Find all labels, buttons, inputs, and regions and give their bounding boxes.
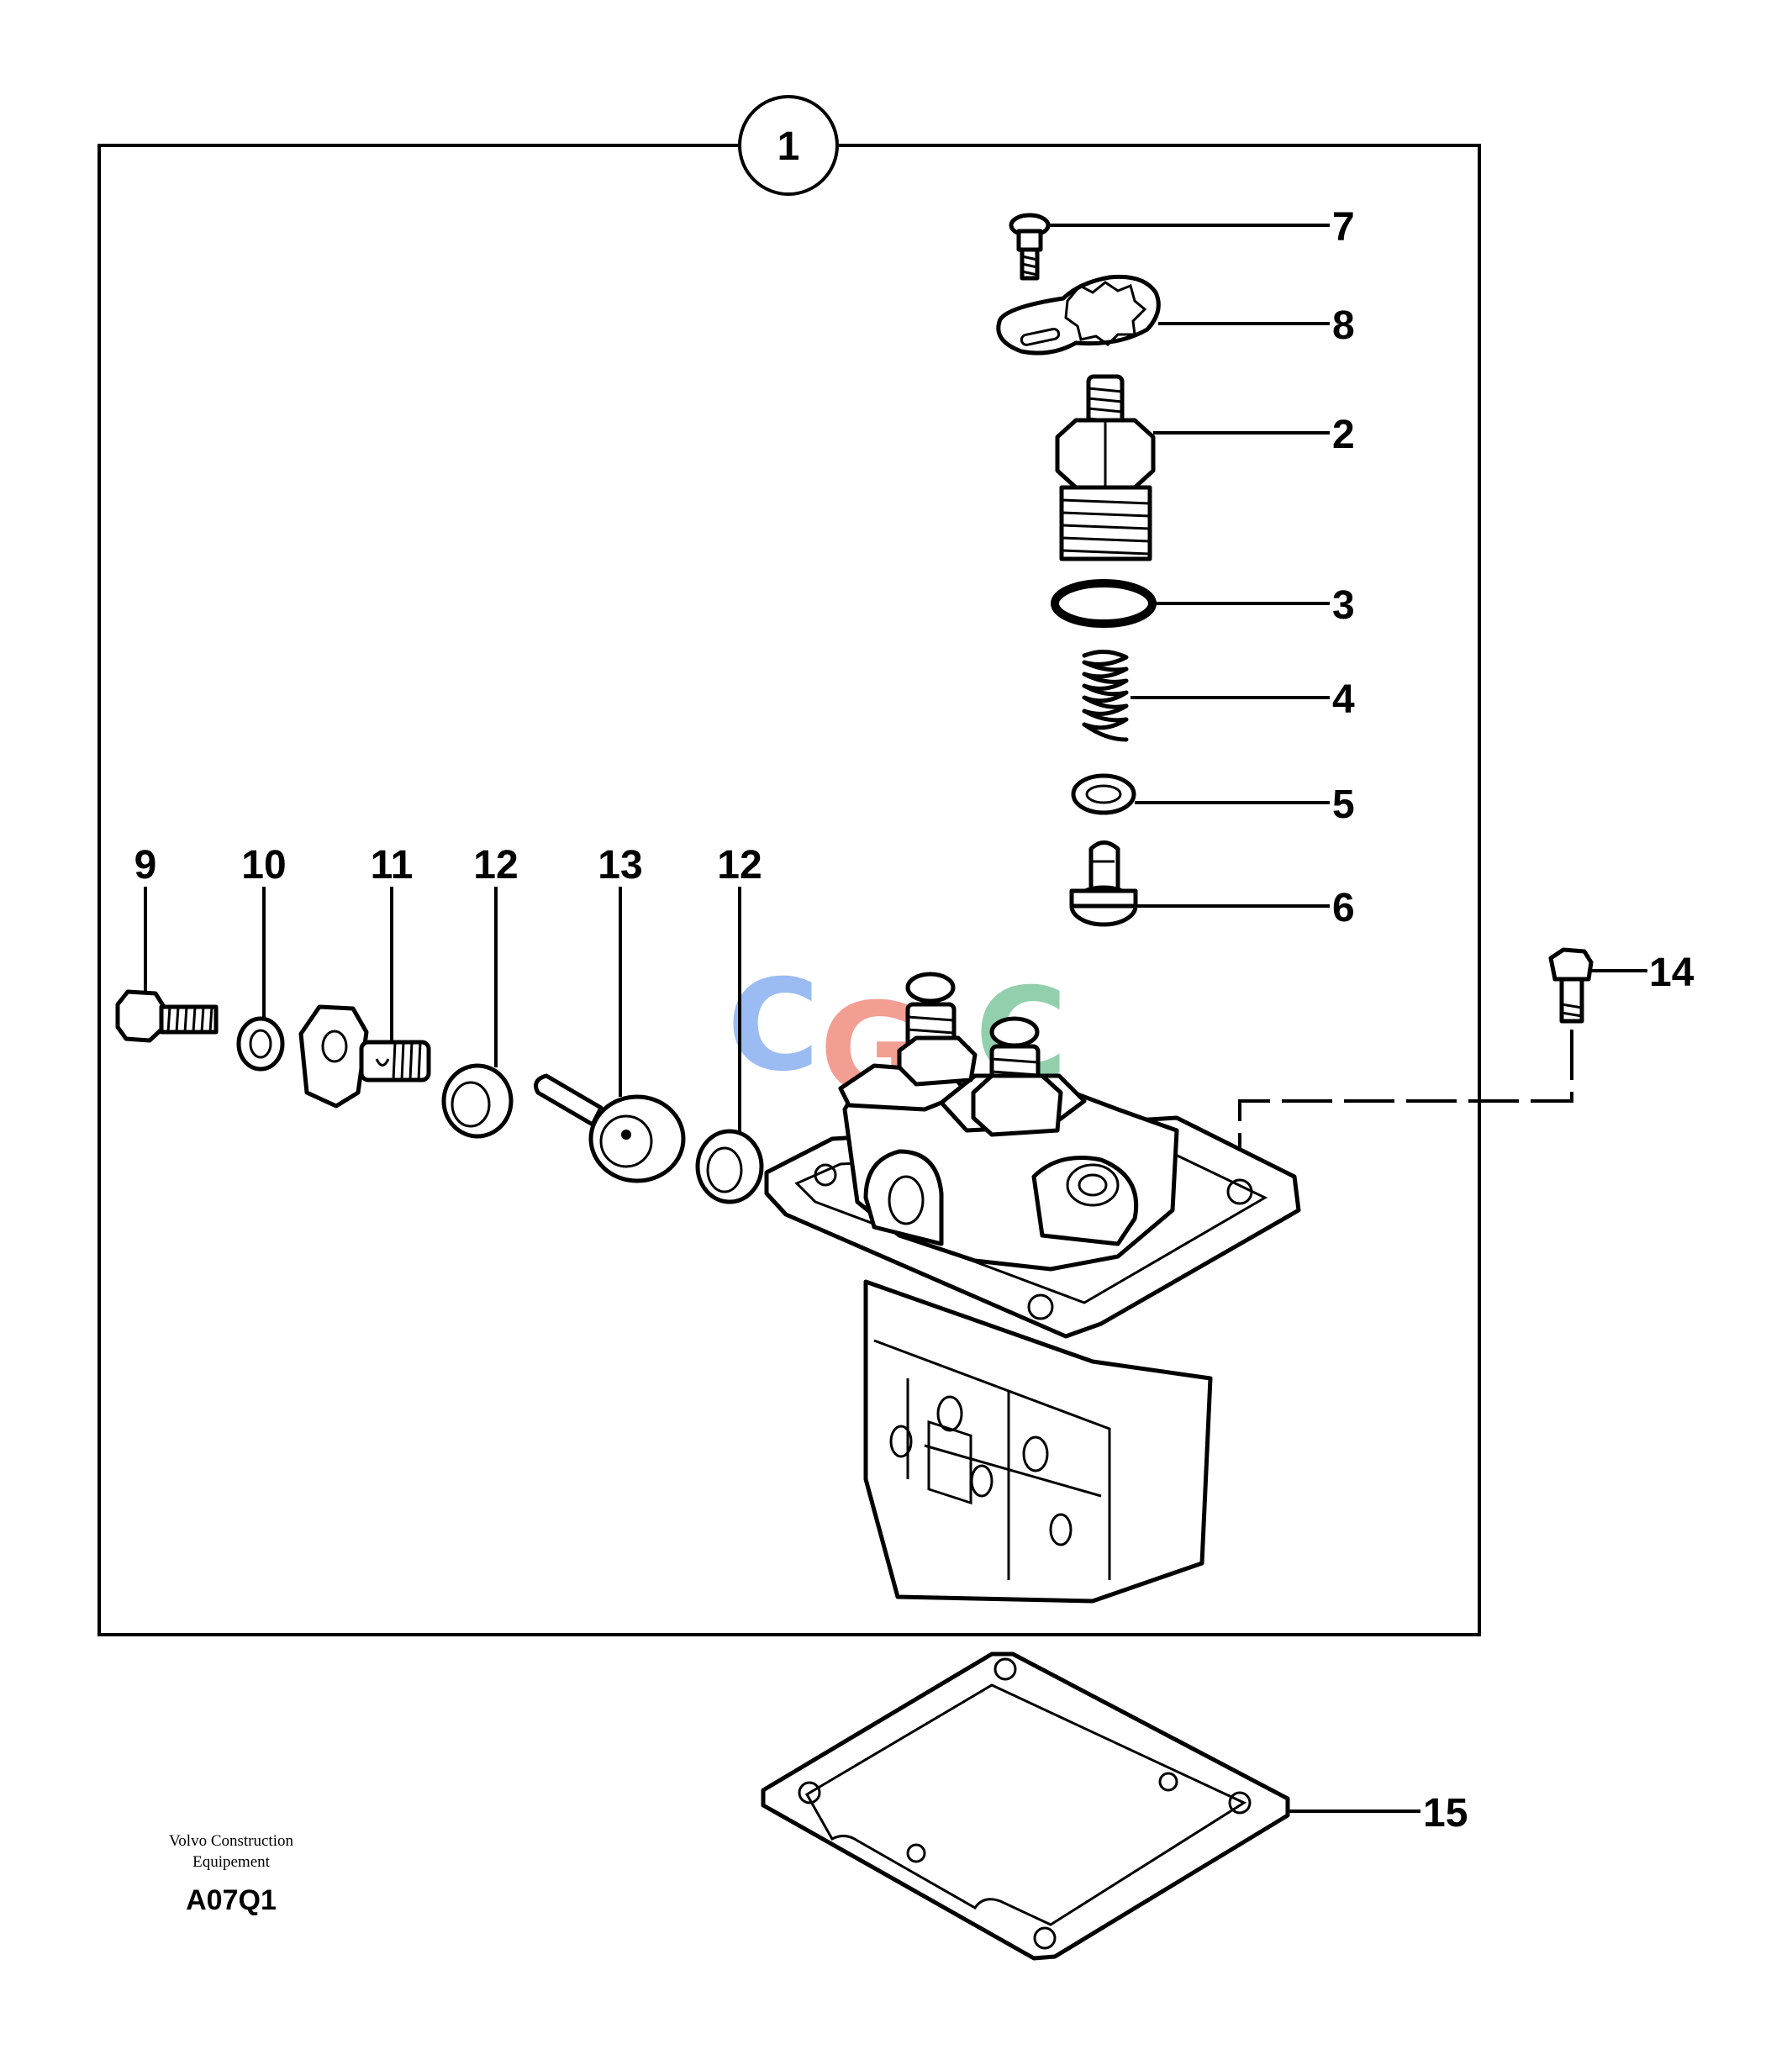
part-14-bolt xyxy=(1548,947,1594,1024)
footer-code: A07Q1 xyxy=(186,1884,277,1916)
part-2-valve-holder xyxy=(1055,374,1156,561)
part-11-banjo-fitting xyxy=(298,1004,431,1109)
label-11: 11 xyxy=(371,843,414,888)
label-9: 9 xyxy=(134,843,157,888)
assembly-callout-label: 1 xyxy=(777,124,800,169)
part-12-gasket-right xyxy=(695,1129,764,1204)
pump-body xyxy=(764,972,1301,1604)
label-14: 14 xyxy=(1649,951,1694,995)
footer-company-line2: Equipement xyxy=(192,1853,270,1871)
footer-company-line1: Volvo Construction xyxy=(169,1832,293,1850)
label-2: 2 xyxy=(1332,413,1355,457)
part-7-screw xyxy=(1009,213,1051,281)
label-4: 4 xyxy=(1332,677,1355,722)
footer-company: Volvo Construction Equipement xyxy=(126,1831,336,1873)
part-9-bolt xyxy=(115,989,219,1043)
part-12-gasket-left xyxy=(441,1063,514,1139)
label-12-left: 12 xyxy=(473,843,518,888)
part-8-lock-plate xyxy=(996,274,1161,356)
label-12-right: 12 xyxy=(717,843,762,888)
label-7: 7 xyxy=(1332,205,1355,250)
label-8: 8 xyxy=(1332,303,1355,348)
svg-text:C: C xyxy=(727,953,820,1099)
label-3: 3 xyxy=(1332,583,1355,628)
part-15-base-gasket xyxy=(761,1651,1290,1961)
label-13: 13 xyxy=(598,843,642,888)
label-10: 10 xyxy=(241,843,286,888)
label-5: 5 xyxy=(1332,782,1355,827)
assembly-callout-circle xyxy=(738,95,839,196)
assembly-frame xyxy=(98,144,1481,1636)
part-4-spring xyxy=(1082,650,1129,742)
part-13-inlet-fitting xyxy=(534,1073,686,1183)
part-6-delivery-valve xyxy=(1069,840,1138,927)
bolt-14-leader xyxy=(1238,1030,1573,1177)
part-10-washer xyxy=(236,1016,285,1072)
part-3-o-ring xyxy=(1051,579,1157,628)
part-5-washer xyxy=(1071,773,1136,815)
label-6: 6 xyxy=(1332,886,1355,930)
label-15: 15 xyxy=(1423,1791,1468,1836)
